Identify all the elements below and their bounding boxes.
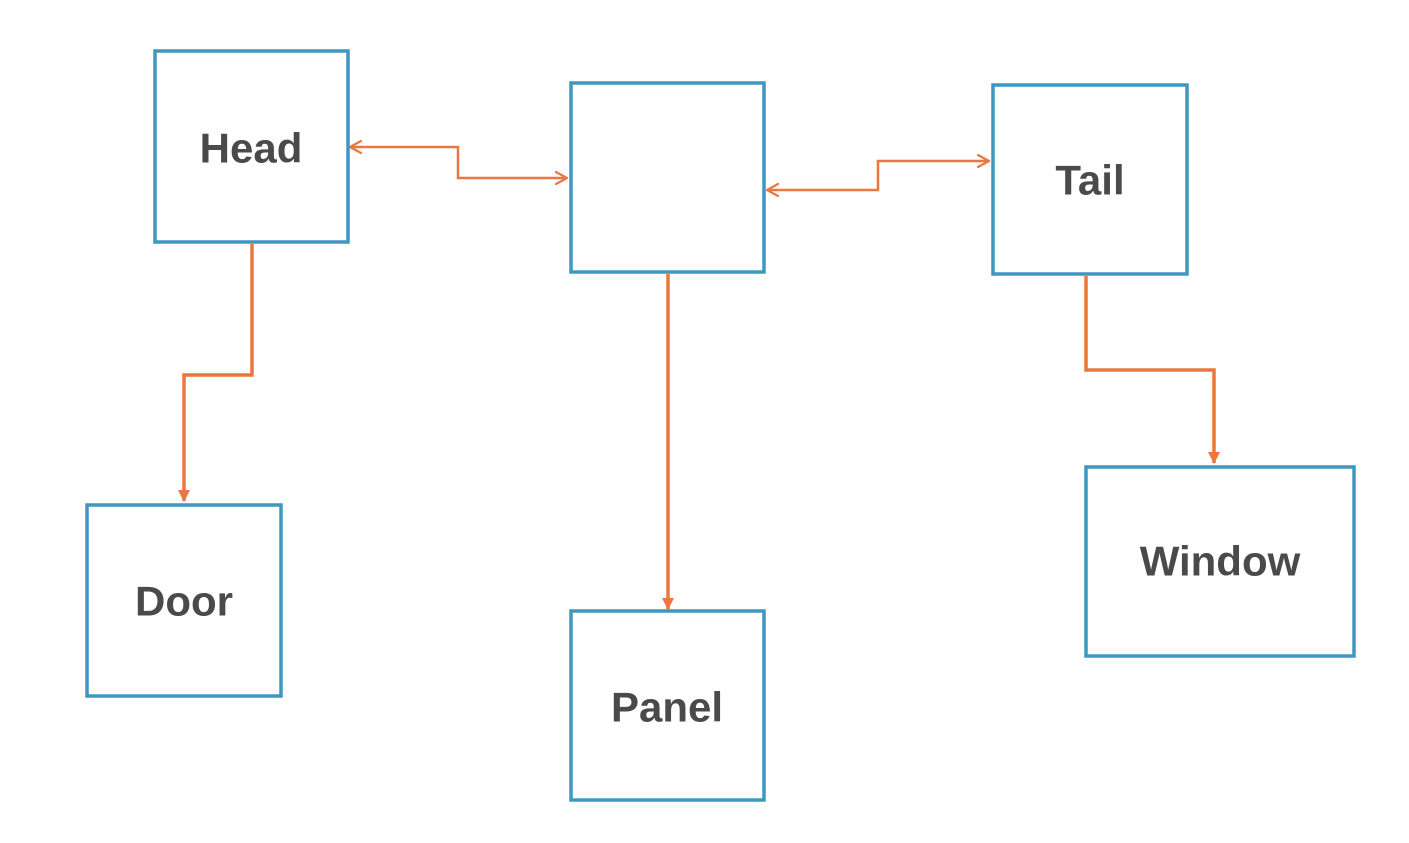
node-middle-box — [569, 81, 766, 274]
node-head: Head — [153, 49, 350, 244]
node-door-label: Door — [135, 578, 233, 625]
node-head-box — [153, 49, 350, 244]
node-tail-box — [991, 83, 1189, 276]
node-panel-box — [569, 609, 766, 802]
node-panel: Panel — [569, 609, 766, 802]
node-tail: Tail — [991, 83, 1189, 276]
node-door: Door — [85, 503, 283, 698]
node-middle — [569, 81, 766, 274]
node-head-label: Head — [200, 125, 303, 172]
node-tail-label: Tail — [1055, 157, 1124, 204]
node-door-box — [85, 503, 283, 698]
connector-head-door — [178, 244, 254, 502]
connector-head-middle — [350, 147, 567, 178]
connector-middle-tail — [767, 161, 989, 190]
node-window-box — [1084, 465, 1356, 658]
node-panel-label: Panel — [611, 684, 723, 731]
connectors — [178, 147, 1220, 610]
connector-tail-window — [1084, 276, 1220, 464]
node-window: Window — [1084, 465, 1356, 658]
node-window-label: Window — [1140, 538, 1301, 585]
